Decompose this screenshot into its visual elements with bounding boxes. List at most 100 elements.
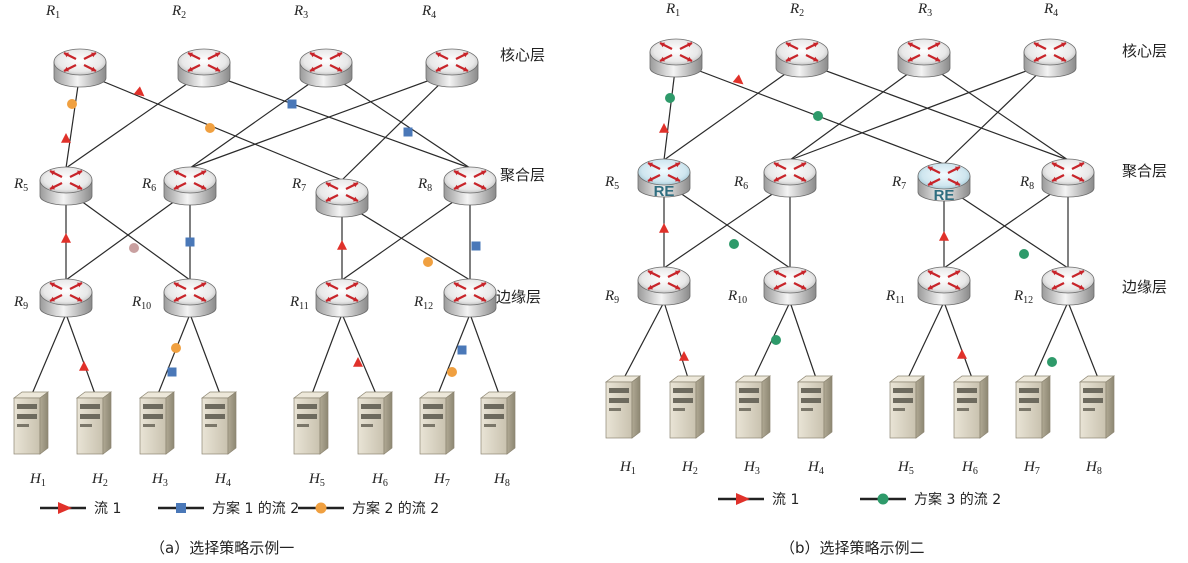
router-label: R4 (421, 3, 436, 21)
router-icon (163, 166, 217, 206)
host-label: H4 (807, 459, 824, 477)
router-label: R2 (171, 3, 186, 21)
network-link (663, 181, 791, 269)
panel-caption: （b）选择策略示例二 (780, 539, 925, 557)
router-label: R6 (141, 176, 156, 194)
server-host-icon (12, 391, 50, 455)
flow2-circle-marker (729, 239, 739, 249)
network-link (341, 201, 471, 281)
legend-circle-marker (315, 502, 327, 514)
flow2-circle-marker (665, 93, 675, 103)
re-label: RE (654, 183, 675, 200)
network-link (65, 71, 81, 169)
router-icon (763, 266, 817, 306)
network-link (907, 301, 945, 379)
flow2-square-marker (287, 99, 297, 109)
network-link (65, 313, 96, 395)
network-link (203, 71, 471, 169)
router-icon (315, 278, 369, 318)
layer-label: 边缘层 (496, 288, 541, 306)
network-link (675, 61, 945, 165)
router-icon (299, 48, 353, 88)
router-icon (443, 278, 497, 318)
flow1-arrow-marker (337, 240, 347, 250)
network-link (923, 61, 1069, 161)
router-icon (315, 178, 369, 218)
router-icon (775, 38, 829, 78)
router-icon (1041, 158, 1095, 198)
host-label: H5 (308, 471, 325, 489)
host-label: H4 (214, 471, 231, 489)
host-label: H6 (961, 459, 978, 477)
legend-item: 方案 2 的流 2 (298, 500, 439, 517)
flow2-square-marker (185, 237, 195, 247)
host-label: H3 (743, 459, 760, 477)
router-label: R9 (13, 294, 28, 312)
flow2-circle-marker (1047, 357, 1057, 367)
network-link (437, 313, 471, 395)
flow1-arrow-marker (61, 133, 71, 143)
router-icon (163, 278, 217, 318)
legend-label: 流 1 (772, 492, 799, 508)
host-label: H3 (151, 471, 168, 489)
layer-label: 核心层 (500, 46, 545, 64)
server-host-icon (200, 391, 238, 455)
router-icon (917, 266, 971, 306)
network-link (31, 313, 67, 395)
router-label: R10 (131, 294, 151, 312)
server-host-icon (888, 375, 926, 439)
server-host-icon (1014, 375, 1052, 439)
server-host-icon (479, 391, 517, 455)
router-icon (177, 48, 231, 88)
server-host-icon (356, 391, 394, 455)
flow2-square-marker (167, 367, 177, 377)
legend-label: 流 1 (94, 501, 121, 517)
router-label: R12 (413, 294, 433, 312)
legend-circle-marker (877, 493, 889, 505)
server-host-icon (418, 391, 456, 455)
router-label: R12 (1013, 288, 1033, 306)
router-icon (39, 166, 93, 206)
network-link (801, 61, 1069, 161)
router-icon (763, 158, 817, 198)
host-label: H6 (371, 471, 388, 489)
flow1-arrow-marker (732, 74, 744, 85)
network-link (943, 61, 1051, 165)
router-label: R11 (289, 294, 309, 312)
network-link (189, 313, 221, 395)
flow2-square-marker (457, 345, 467, 355)
flow2-square-marker (403, 127, 413, 137)
server-host-icon (1078, 375, 1116, 439)
flow1-arrow-marker (79, 361, 89, 371)
nodes (12, 38, 1116, 455)
legend-label: 方案 1 的流 2 (212, 500, 299, 517)
router-label: R8 (417, 176, 432, 194)
router-label: R1 (45, 3, 60, 21)
host-label: H1 (619, 459, 636, 477)
network-link (341, 313, 377, 395)
server-host-icon (138, 391, 176, 455)
server-host-icon (734, 375, 772, 439)
network-link (1067, 301, 1099, 379)
router-label: R7 (891, 174, 906, 192)
router-label: R2 (789, 1, 804, 19)
links (31, 61, 1099, 395)
host-label: H8 (493, 471, 510, 489)
flow1-arrow-marker (133, 86, 145, 97)
flow2-circle-marker (771, 335, 781, 345)
host-label: H2 (681, 459, 698, 477)
router-label: R10 (727, 288, 747, 306)
router-icon (1023, 38, 1077, 78)
router-label: R5 (604, 174, 619, 192)
flow2-circle-marker (423, 257, 433, 267)
server-host-icon (292, 391, 330, 455)
network-link (311, 313, 343, 395)
network-link (65, 189, 191, 281)
flow-markers (61, 74, 1057, 377)
network-link (789, 61, 1051, 161)
host-label: H7 (433, 471, 450, 489)
legend-square-marker (176, 503, 186, 513)
router-label: R5 (13, 176, 28, 194)
